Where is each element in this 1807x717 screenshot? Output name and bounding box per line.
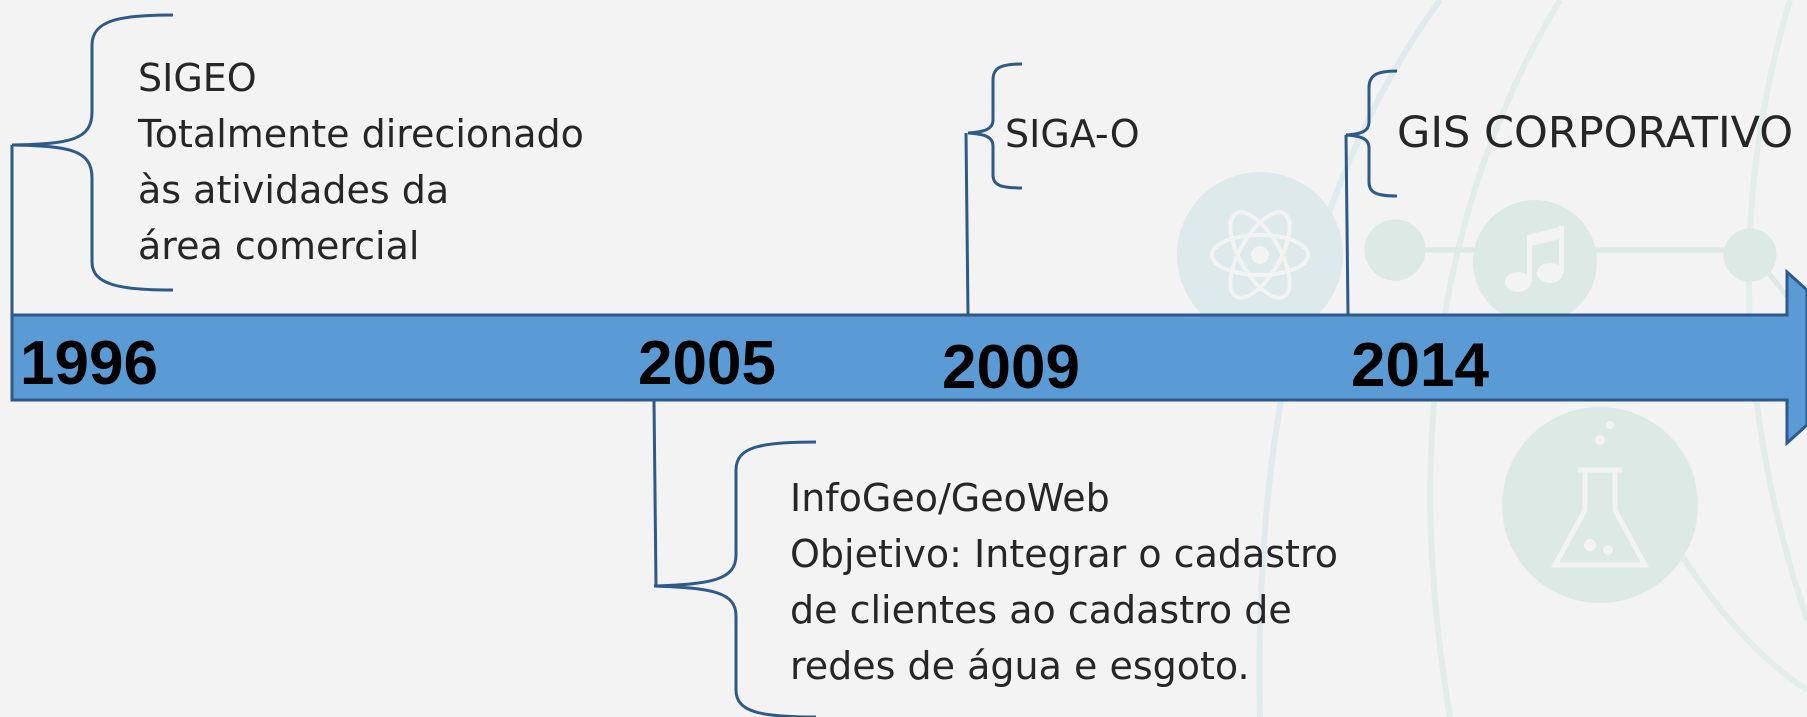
event-title: InfoGeo/GeoWeb (790, 476, 1110, 520)
year-label: 2014 (1351, 331, 1489, 400)
connector-2009 (964, 132, 970, 316)
brace-sigeo (11, 13, 174, 292)
event-description-line: Objetivo: Integrar o cadastro (790, 532, 1338, 576)
event-infogeo: InfoGeo/GeoWeb Objetivo: Integrar o cada… (790, 470, 1338, 694)
event-title: SIGEO (138, 56, 257, 100)
flask-icon (1502, 407, 1698, 603)
year-label: 1996 (20, 329, 158, 398)
event-description-line: de clientes ao cadastro de (790, 588, 1292, 632)
brace-gis (1345, 69, 1398, 198)
connectors (10, 132, 1350, 586)
year-label: 2009 (942, 333, 1080, 402)
event-description-line: Totalmente direcionado (138, 112, 584, 156)
event-title: SIGA-O (1005, 112, 1140, 156)
timeline-arrow (10, 268, 1807, 447)
event-gis: GIS CORPORATIVO (1397, 105, 1793, 161)
event-description-line: área comercial (138, 224, 420, 268)
braces (11, 13, 1398, 717)
event-description-line: às atividades da (138, 168, 450, 212)
event-title: GIS CORPORATIVO (1397, 108, 1794, 158)
brace-sigao (967, 62, 1023, 190)
year-label: 2005 (638, 329, 776, 398)
atom-icon (1177, 172, 1343, 338)
event-sigao: SIGA-O (1005, 106, 1140, 162)
event-sigeo: SIGEO Totalmente direcionado às atividad… (138, 50, 584, 274)
connector-2014 (1344, 134, 1350, 316)
music-note-icon (1473, 200, 1597, 324)
connector-2005 (652, 399, 658, 586)
event-description-line: redes de água e esgoto. (790, 644, 1250, 688)
brace-infogeo (653, 440, 817, 717)
